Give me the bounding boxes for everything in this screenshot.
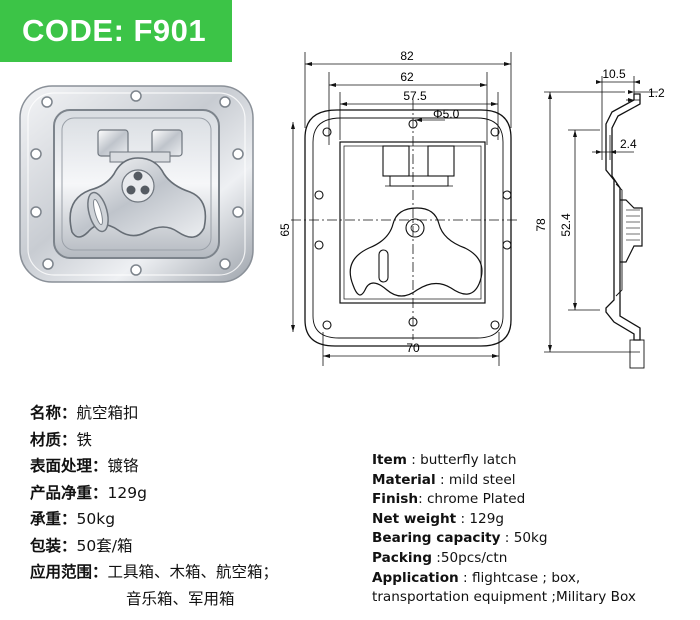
dim-65-label: 65	[278, 223, 292, 237]
front-view-drawing: 82 62 57.5 Φ5.0 65 70	[278, 49, 517, 366]
spec-cn-row: 应用范围：工具箱、木箱、航空箱；	[30, 563, 279, 581]
spec-en-row: Material : mild steel	[372, 471, 516, 488]
spec-en-row: Net weight : 129g	[372, 510, 504, 527]
dim-70-label: 70	[406, 341, 420, 355]
dim-1-2-label: 1.2	[648, 86, 665, 100]
spec-cn-row: 承重：50kg	[30, 510, 116, 528]
spec-list-english: Item : butterfly latch Material : mild s…	[372, 451, 636, 608]
dim-10-5-label: 10.5	[602, 67, 626, 81]
spec-en-continuation: transportation equipment ;Military Box	[372, 589, 636, 606]
dim-52-4-label: 52.4	[559, 213, 573, 237]
dim-82-label: 82	[400, 49, 414, 63]
spec-cn-row: 材质：铁	[30, 430, 93, 449]
spec-list-chinese: 名称：航空箱扣 材质：铁 表面处理：镀铬 产品净重：129g 承重：50kg 包…	[30, 400, 278, 612]
spec-cn-row: 表面处理：镀铬	[30, 457, 139, 475]
spec-cn-row: 名称：航空箱扣	[30, 404, 139, 422]
dim-2-4-label: 2.4	[620, 137, 637, 151]
spec-en-row: Packing :50pcs/ctn	[372, 549, 508, 566]
dim-hole-label: Φ5.0	[433, 107, 460, 121]
dim-57-5-label: 57.5	[403, 89, 427, 103]
spec-en-row: Finish: chrome Plated	[372, 491, 526, 508]
product-code-banner: CODE: F901	[0, 0, 232, 62]
dim-78-label: 78	[534, 218, 548, 232]
spec-en-row: Application : flightcase ; box,	[372, 569, 581, 586]
spec-cn-row: 产品净重：129g	[30, 483, 147, 502]
side-view-drawing: 10.5 1.2 2.4 52.4 78	[534, 67, 665, 369]
spec-cn-continuation: 音乐箱、军用箱	[126, 589, 235, 608]
spec-cn-row: 包装：50套/箱	[30, 536, 133, 555]
product-photo	[19, 85, 254, 283]
dim-62-label: 62	[400, 70, 414, 84]
spec-en-row: Item : butterfly latch	[372, 452, 517, 468]
spec-en-row: Bearing capacity : 50kg	[372, 530, 548, 547]
